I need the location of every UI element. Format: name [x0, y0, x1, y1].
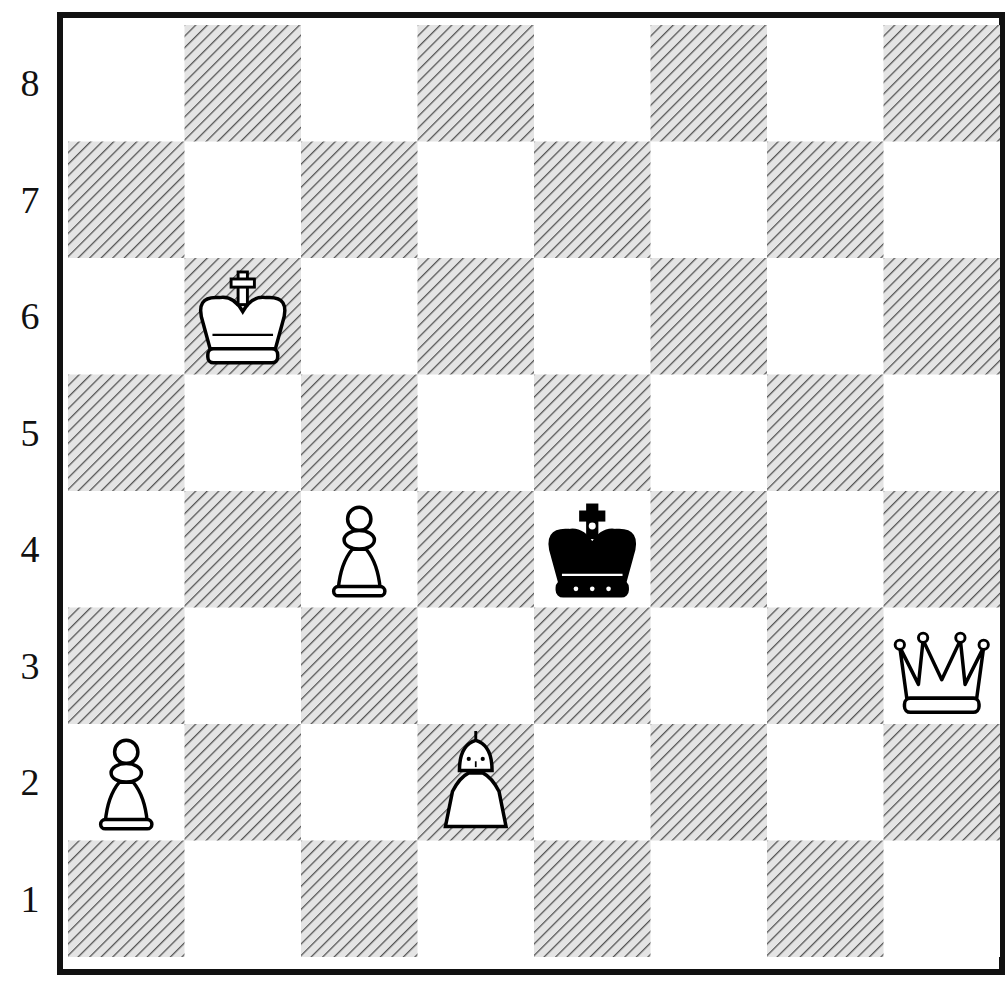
rank-number: 6: [21, 297, 40, 335]
rank-number: 2: [21, 763, 40, 801]
rank-number: 5: [21, 414, 40, 452]
rank-number: 7: [21, 181, 40, 219]
rank-number: 8: [21, 64, 40, 102]
rank-number: 4: [21, 530, 40, 568]
rank-number: 1: [21, 880, 40, 918]
rank-number: 3: [21, 647, 40, 685]
